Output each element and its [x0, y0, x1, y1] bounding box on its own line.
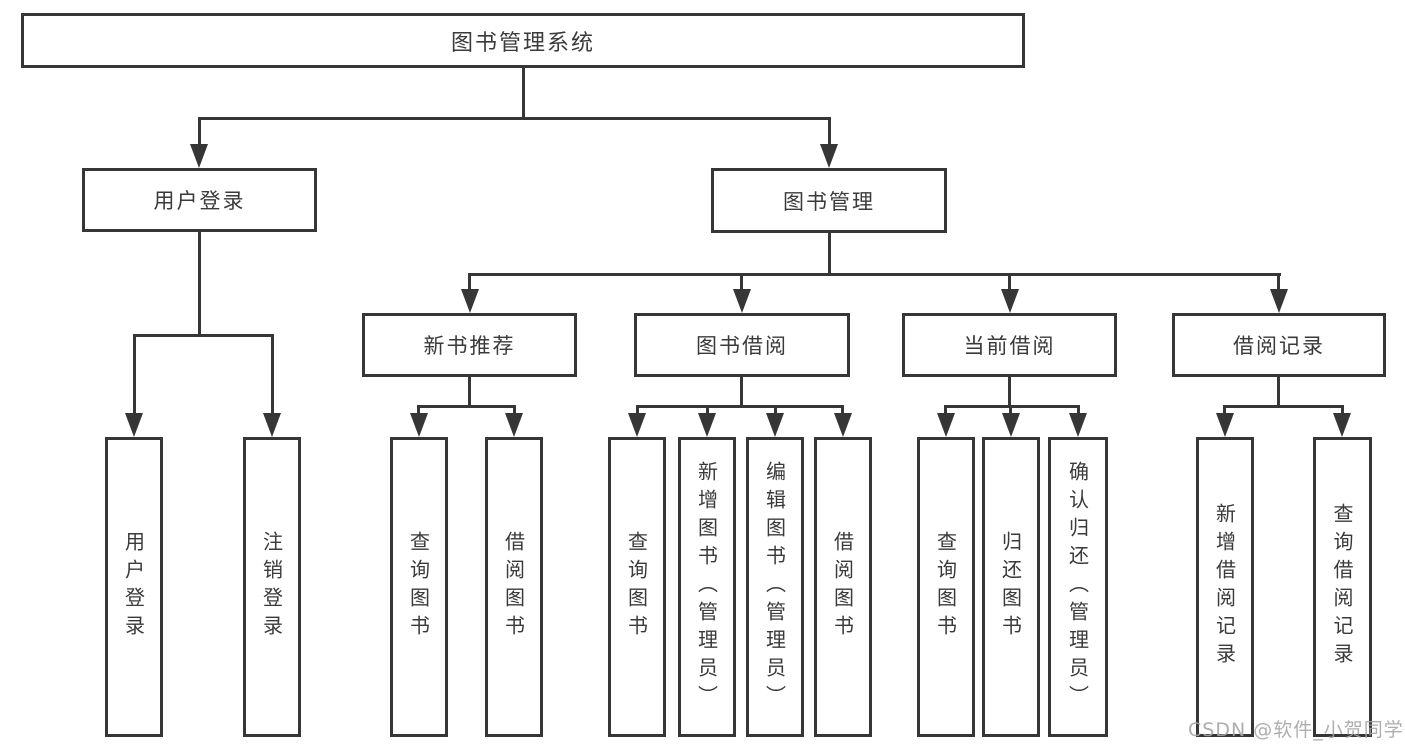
leaf-add-book-admin-label: 新增图书（管理员）	[694, 461, 719, 713]
node-root: 图书管理系统	[21, 13, 1025, 68]
leaf-query-books-borrow-label: 查询图书	[624, 531, 649, 643]
connector-line	[944, 405, 1080, 408]
leaf-query-borrow-record-label: 查询借阅记录	[1330, 503, 1354, 671]
connector-line	[1077, 405, 1080, 415]
leaf-return-book-label: 归还图书	[998, 531, 1023, 643]
connector-line	[522, 68, 525, 120]
node-new-book-recommend: 新书推荐	[362, 313, 577, 377]
node-borrow-records: 借阅记录	[1172, 313, 1386, 377]
connector-line	[133, 334, 274, 337]
leaf-borrow-books-borrow-label: 借阅图书	[830, 531, 855, 643]
arrowhead-down-icon	[125, 413, 143, 437]
leaf-query-books-current-label: 查询图书	[933, 531, 958, 643]
leaf-confirm-return-admin-label: 确认归还（管理员）	[1065, 461, 1090, 713]
arrowhead-down-icon	[698, 413, 716, 437]
connector-line	[1223, 405, 1226, 415]
connector-line	[1223, 405, 1344, 408]
leaf-query-borrow-record: 查询借阅记录	[1313, 437, 1372, 737]
watermark-text: CSDN @软件_小贺同学	[1188, 719, 1404, 741]
leaf-add-borrow-record-label: 新增借阅记录	[1212, 503, 1237, 671]
arrowhead-down-icon	[1333, 413, 1351, 437]
connector-line	[513, 405, 516, 415]
leaf-user-login-label: 用户登录	[121, 531, 146, 643]
connector-line	[417, 405, 420, 415]
leaf-query-books-recommend-label: 查询图书	[406, 531, 431, 643]
leaf-user-login: 用户登录	[105, 437, 163, 737]
connector-line	[740, 273, 743, 291]
connector-line	[468, 273, 1281, 276]
leaf-borrow-books-borrow: 借阅图书	[814, 437, 872, 737]
connector-line	[774, 405, 777, 415]
arrowhead-down-icon	[820, 144, 838, 168]
arrowhead-down-icon	[766, 413, 784, 437]
node-current-borrow-label: 当前借阅	[963, 334, 1056, 358]
arrowhead-down-icon	[190, 144, 208, 168]
leaf-query-books-recommend: 查询图书	[390, 437, 448, 737]
leaf-return-book: 归还图书	[982, 437, 1040, 737]
node-root-label: 图书管理系统	[450, 30, 595, 56]
leaf-edit-book-admin-label: 编辑图书（管理员）	[762, 461, 787, 713]
arrowhead-down-icon	[1270, 289, 1288, 313]
connector-line	[1341, 405, 1344, 415]
arrowhead-down-icon	[410, 413, 428, 437]
connector-line	[198, 117, 831, 120]
node-book-management: 图书管理	[711, 168, 947, 233]
arrowhead-down-icon	[937, 413, 955, 437]
connector-line	[271, 334, 274, 416]
leaf-borrow-books-recommend: 借阅图书	[485, 437, 543, 737]
connector-line	[944, 405, 947, 415]
leaf-query-books-borrow: 查询图书	[608, 437, 666, 737]
node-current-borrow: 当前借阅	[902, 313, 1117, 377]
connector-line	[198, 232, 201, 336]
node-new-book-recommend-label: 新书推荐	[423, 334, 516, 358]
arrowhead-down-icon	[733, 289, 751, 313]
connector-line	[1009, 405, 1012, 415]
node-book-borrow: 图书借阅	[634, 313, 850, 377]
connector-line	[1008, 377, 1011, 408]
connector-line	[1277, 377, 1280, 408]
connector-line	[828, 117, 831, 148]
connector-line	[468, 273, 471, 291]
leaf-add-borrow-record: 新增借阅记录	[1196, 437, 1254, 737]
connector-line	[636, 405, 639, 415]
connector-line	[198, 117, 201, 148]
arrowhead-down-icon	[1002, 413, 1020, 437]
arrowhead-down-icon	[834, 413, 852, 437]
node-user-login: 用户登录	[82, 168, 317, 232]
leaf-logout-login-label: 注销登录	[259, 531, 284, 643]
connector-line	[468, 377, 471, 408]
arrowhead-down-icon	[628, 413, 646, 437]
leaf-edit-book-admin: 编辑图书（管理员）	[746, 437, 804, 737]
leaf-confirm-return-admin: 确认归还（管理员）	[1048, 437, 1108, 737]
arrowhead-down-icon	[1069, 413, 1087, 437]
connector-line	[417, 405, 516, 408]
node-user-login-label: 用户登录	[153, 189, 246, 213]
connector-line	[740, 377, 743, 408]
arrowhead-down-icon	[461, 289, 479, 313]
connector-line	[1277, 273, 1280, 291]
leaf-logout-login: 注销登录	[243, 437, 301, 737]
leaf-borrow-books-recommend-label: 借阅图书	[501, 531, 526, 643]
node-book-borrow-label: 图书借阅	[696, 334, 788, 358]
connector-line	[828, 233, 831, 275]
node-book-management-label: 图书管理	[783, 189, 875, 214]
arrowhead-down-icon	[505, 413, 523, 437]
connector-line	[636, 405, 844, 408]
arrowhead-down-icon	[1001, 289, 1019, 313]
node-borrow-records-label: 借阅记录	[1233, 334, 1325, 358]
leaf-add-book-admin: 新增图书（管理员）	[678, 437, 736, 737]
arrowhead-down-icon	[1216, 413, 1234, 437]
connector-line	[1008, 273, 1011, 291]
arrowhead-down-icon	[263, 413, 281, 437]
connector-line	[706, 405, 709, 415]
leaf-query-books-current: 查询图书	[917, 437, 975, 737]
connector-line	[841, 405, 844, 415]
connector-line	[133, 334, 136, 416]
